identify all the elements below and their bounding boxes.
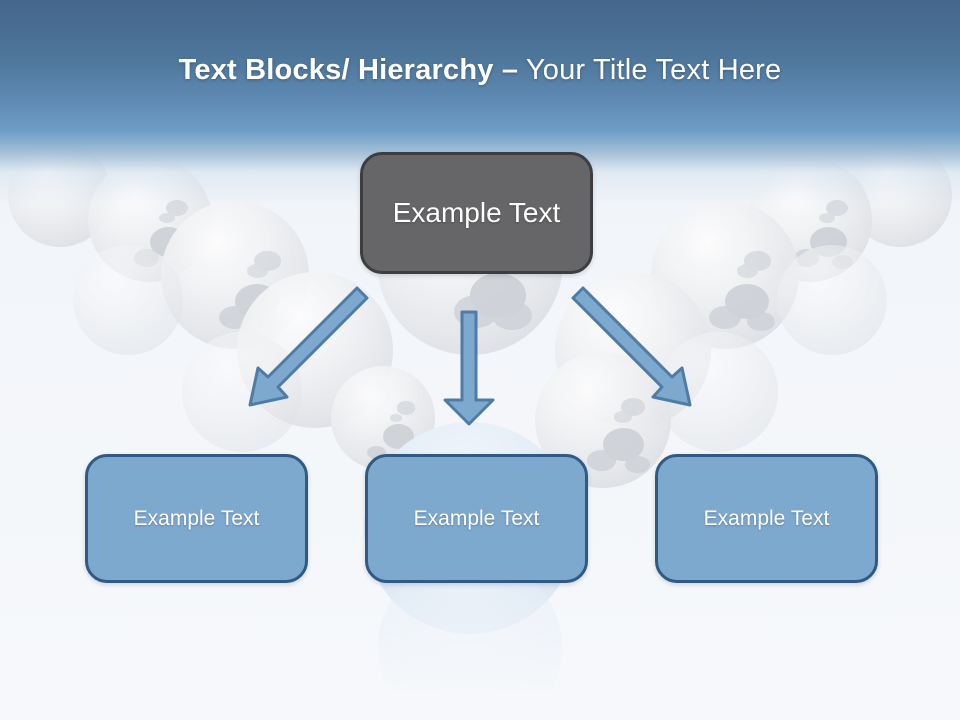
- child-text-block-2[interactable]: Example Text: [365, 454, 588, 583]
- child-text-block-1-label: Example Text: [133, 506, 260, 530]
- root-text-block-label: Example Text: [392, 197, 561, 228]
- child-text-block-1[interactable]: Example Text: [85, 454, 308, 583]
- slide-title[interactable]: Text Blocks/ Hierarchy – Your Title Text…: [0, 54, 960, 87]
- arrow-down-right-icon[interactable]: [570, 283, 700, 415]
- title-regular-text: Your Title Text Here: [525, 54, 782, 86]
- child-text-block-3-label: Example Text: [703, 506, 830, 530]
- background-sphere: [73, 245, 183, 355]
- title-bold-text: Text Blocks/ Hierarchy –: [178, 54, 519, 86]
- child-text-block-2-label: Example Text: [413, 506, 540, 530]
- root-text-block[interactable]: Example Text: [360, 152, 593, 274]
- arrow-down-icon[interactable]: [443, 310, 495, 427]
- child-text-block-3[interactable]: Example Text: [655, 454, 878, 583]
- arrow-down-left-icon[interactable]: [240, 283, 370, 415]
- background-sphere: [777, 245, 887, 355]
- bottom-fade: [0, 570, 960, 720]
